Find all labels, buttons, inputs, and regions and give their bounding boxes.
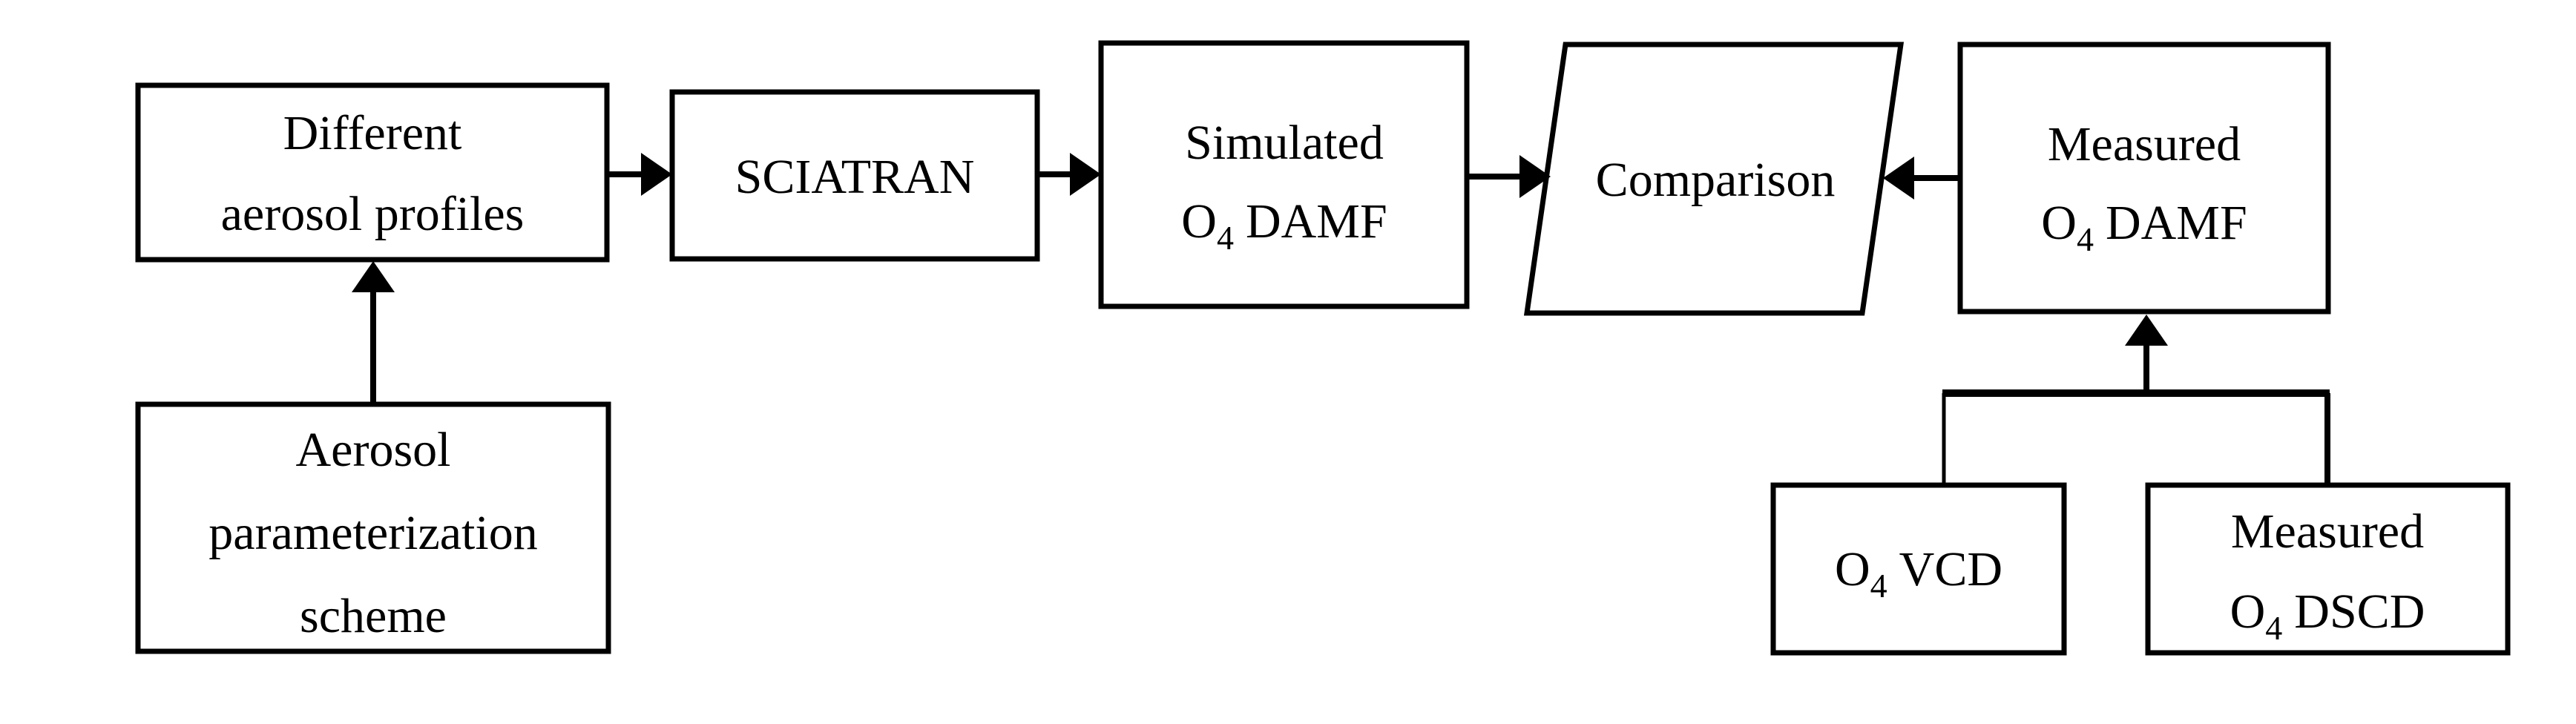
arrow-sciatran-to-simulated [1037,153,1101,196]
label-different-aerosol-profiles-line2: aerosol profiles [221,187,525,241]
node-measured-o4-dscd: Measured O4 DSCD [2145,482,2511,656]
label-measured-o4-damf-formula: O4 DAMF [2041,196,2247,258]
arrowhead-right-icon [1519,155,1551,198]
arrowhead-right-icon [641,153,672,196]
box-o4-vcd [1770,482,2067,656]
arrow-profiles-to-sciatran [607,153,672,196]
node-different-aerosol-profiles: Different aerosol profiles [135,82,610,263]
label-measured-o4-dscd-line1: Measured [2231,504,2424,559]
formula-rest: DAMF [2106,196,2247,250]
connector-vcd-dscd-to-measured [1942,315,2330,485]
label-measured-o4-dscd-formula: O4 DSCD [2230,585,2425,647]
box-different-aerosol-profiles [135,82,610,263]
arrow-simulated-to-comparison [1467,155,1551,198]
node-sciatran: SCIATRAN [669,89,1040,262]
label-aerosol-parameterization-line1: Aerosol [296,423,451,477]
node-simulated-o4-damf: Simulated O4 DAMF [1098,40,1470,309]
label-different-aerosol-profiles-line1: Different [283,106,462,160]
label-sciatran: SCIATRAN [735,150,975,204]
node-comparison: Comparison [1523,42,1905,316]
formula-subscript: 4 [2077,220,2094,258]
node-aerosol-parameterization-scheme: Aerosol parameterization scheme [135,401,611,654]
formula-base: O [2041,196,2077,250]
formula-rest: DAMF [1246,194,1387,249]
node-measured-o4-damf: Measured O4 DAMF [1957,42,2331,315]
arrowhead-left-icon [1883,157,1914,200]
box-measured-o4-damf [1957,42,2331,315]
node-o4-vcd: O4 VCD [1770,482,2067,656]
arrow-scheme-to-profiles [352,261,395,404]
box-aerosol-parameterization-scheme [135,401,611,654]
label-aerosol-parameterization-line3: scheme [300,589,447,643]
formula-subscript: 4 [1870,567,1887,605]
arrowhead-up-icon [2125,315,2168,346]
label-simulated-o4-damf-line1: Simulated [1185,116,1384,170]
label-o4-vcd-formula: O4 VCD [1835,542,2002,605]
arrowhead-right-icon [1070,153,1101,196]
label-aerosol-parameterization-line2: parameterization [208,506,537,560]
arrowhead-up-icon [352,261,395,292]
box-measured-o4-dscd [2145,482,2511,656]
box-comparison-parallelogram [1523,42,1905,316]
box-sciatran [669,89,1040,262]
label-measured-o4-damf-line1: Measured [2048,117,2241,171]
formula-base: O [2230,585,2266,639]
formula-base: O [1181,194,1217,249]
formula-rest: VCD [1899,542,2002,596]
label-simulated-o4-damf-formula: O4 DAMF [1181,194,1387,257]
box-simulated-o4-damf [1098,40,1470,309]
arrow-measured-to-comparison [1883,157,1960,200]
formula-base: O [1835,542,1870,596]
formula-subscript: 4 [1217,219,1234,257]
formula-subscript: 4 [2265,609,2282,647]
label-comparison: Comparison [1596,153,1836,207]
formula-rest: DSCD [2294,585,2425,639]
